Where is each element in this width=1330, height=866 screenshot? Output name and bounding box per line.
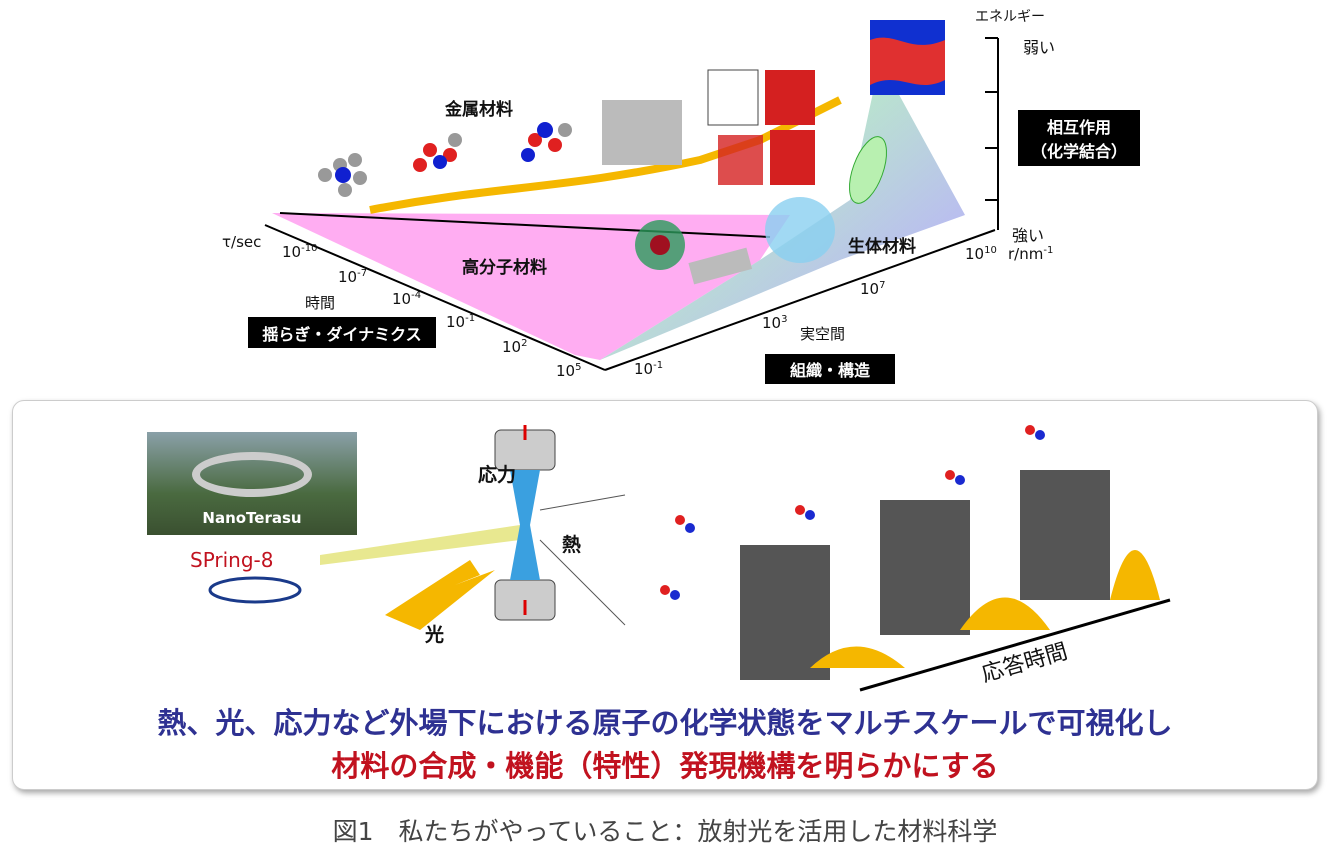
time-axis-line [264,224,606,371]
nanoterasu-photo: NanoTerasu [147,432,357,535]
space-tick: 1010 [965,245,997,263]
atom-clusters [660,425,1045,600]
space-unit-label: r/nm-1 [1008,245,1054,263]
time-unit-label: τ/sec [222,233,262,251]
energy-surface [600,60,965,360]
strong-label: 強い [1012,226,1045,245]
time-tick: 102 [502,338,528,356]
evolution-arrow [369,136,762,214]
interaction-badge: 相互作用（化学結合） [1018,110,1140,166]
light-arrow [385,560,495,630]
space-axis-label: 実空間 [800,325,846,343]
time-axis-label: 時間 [305,294,336,312]
time-tick: 10-10 [282,243,318,261]
experiment-illustration [208,425,1171,692]
time-tick: 105 [556,362,582,380]
space-tick: 10-1 [634,360,664,378]
stress-label: 応力 [478,464,517,486]
materials-3d-diagram [264,20,999,371]
arrow-axis [279,212,771,238]
pulses [810,550,1160,668]
response-time-arrow [859,598,1171,692]
figure-caption: 図1 私たちがやっていること：放射光を活用した材料科学 [332,817,998,846]
weak-label: 弱い [1023,38,1056,57]
metal-materials-label: 金属材料 [445,100,513,120]
space-axis-line [604,229,996,371]
atom-lattices [318,20,945,285]
headline-line1: 熱、光、応力など外場下における原子の化学状態をマルチスケールで可視化し [157,706,1173,740]
xray-beam [320,525,520,565]
bio-materials-label: 生体材料 [848,237,916,257]
space-tick: 103 [762,314,788,332]
headline-line2: 材料の合成・機能（特性）発現機構を明らかにする [331,749,999,783]
polymer-materials-label: 高分子材料 [462,258,547,278]
light-label: 光 [425,624,445,646]
time-tick: 10-1 [446,313,476,331]
structure-badge: 組織・構造 [765,354,895,384]
spring8-logo: SPring-8 [190,548,274,572]
time-tick: 10-7 [338,268,368,286]
dynamics-badge: 揺らぎ・ダイナミクス [248,317,436,348]
time-tick: 10-4 [392,290,422,308]
heat-label: 熱 [562,534,582,556]
xray-images [740,470,1110,680]
energy-axis-label: エネルギー [975,9,1045,25]
facility-label: NanoTerasu [202,509,302,527]
space-tick: 107 [860,280,886,298]
